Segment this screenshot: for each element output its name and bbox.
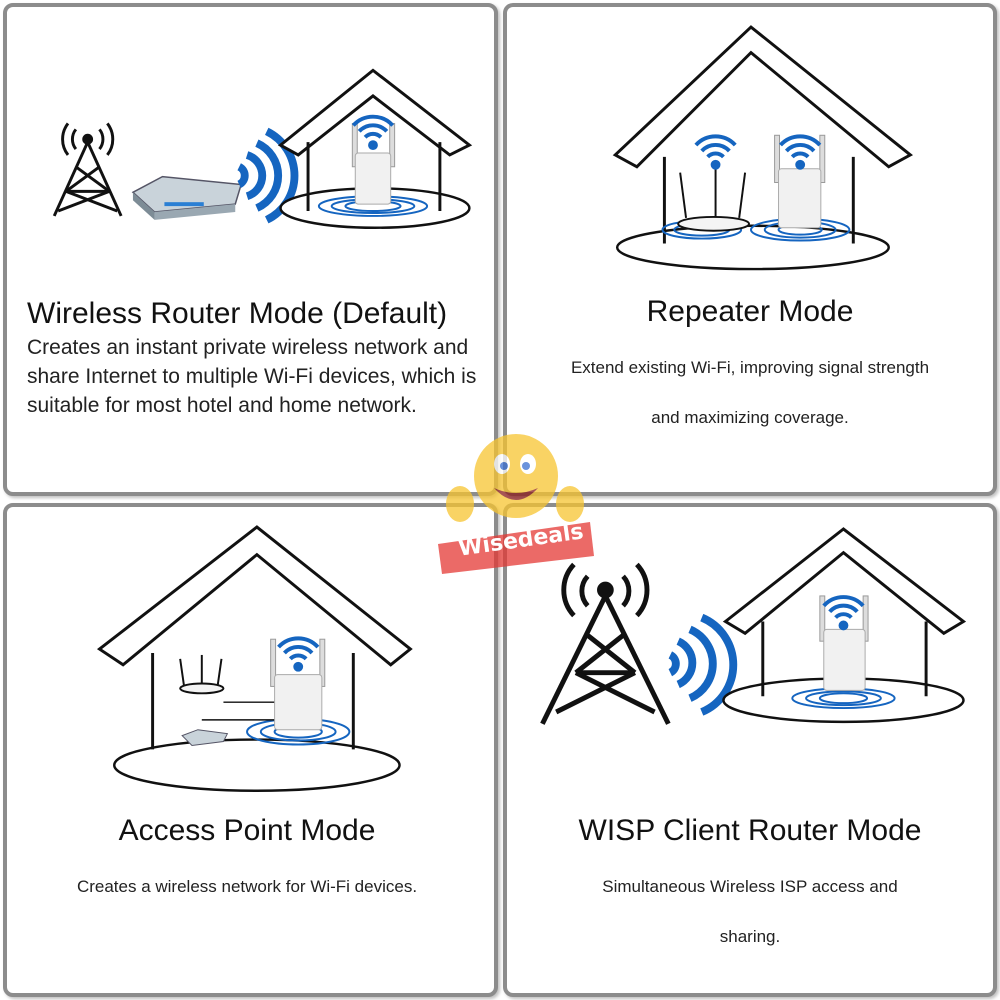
- house-icon: [612, 25, 914, 271]
- modem-icon: [131, 175, 243, 220]
- watermark-logo: [438, 434, 594, 574]
- modem-icon: [181, 729, 229, 746]
- panel-wisp-client-router-mode: WISP Client Router Mode Simultaneous Wir…: [503, 503, 997, 997]
- repeater-device-icon: [774, 134, 826, 229]
- repeater-device-icon: [270, 638, 326, 731]
- wifi-signal-icon: [668, 613, 738, 716]
- panel-access-point-mode: Access Point Mode Creates a wireless net…: [3, 503, 498, 997]
- house-icon: [722, 527, 967, 724]
- panel-title: WISP Client Router Mode: [578, 814, 922, 847]
- access-point-illustration: [96, 525, 413, 792]
- panel-description-line: Extend existing Wi-Fi, improving signal …: [570, 358, 930, 377]
- panel-title: Wireless Router Mode (Default): [27, 297, 448, 330]
- wisp-illustration: [540, 527, 967, 725]
- router-icon: [179, 654, 225, 695]
- wifi-signal-icon: [277, 636, 320, 672]
- panel-title: Access Point Mode: [118, 814, 376, 847]
- panel-repeater-mode: Repeater Mode Extend existing Wi-Fi, imp…: [503, 3, 997, 496]
- panel-description-line: and maximizing coverage.: [651, 408, 849, 427]
- wifi-signal-icon: [822, 595, 865, 631]
- wifi-signal-icon: [351, 114, 395, 151]
- panel-description-line: sharing.: [719, 927, 781, 946]
- cell-tower-icon: [540, 562, 671, 725]
- wifi-signal-icon: [237, 127, 299, 224]
- cell-tower-icon: [52, 122, 123, 217]
- panel-description: Creates an instant private wireless netw…: [27, 336, 477, 417]
- router-icon: [677, 164, 750, 232]
- repeater-illustration: [612, 25, 914, 271]
- panel-title: Repeater Mode: [646, 295, 854, 328]
- house-icon: [96, 525, 413, 792]
- wireless-router-illustration: [52, 68, 473, 229]
- panel-description-line: Simultaneous Wireless ISP access and: [602, 877, 898, 896]
- repeater-device-icon: [819, 595, 869, 691]
- panel-wireless-router-mode: Wireless Router Mode (Default) Creates a…: [3, 3, 498, 496]
- panel-description-line: Creates a wireless network for Wi-Fi dev…: [76, 877, 418, 896]
- repeater-device-icon: [351, 122, 396, 205]
- wifi-signal-icon: [694, 134, 822, 170]
